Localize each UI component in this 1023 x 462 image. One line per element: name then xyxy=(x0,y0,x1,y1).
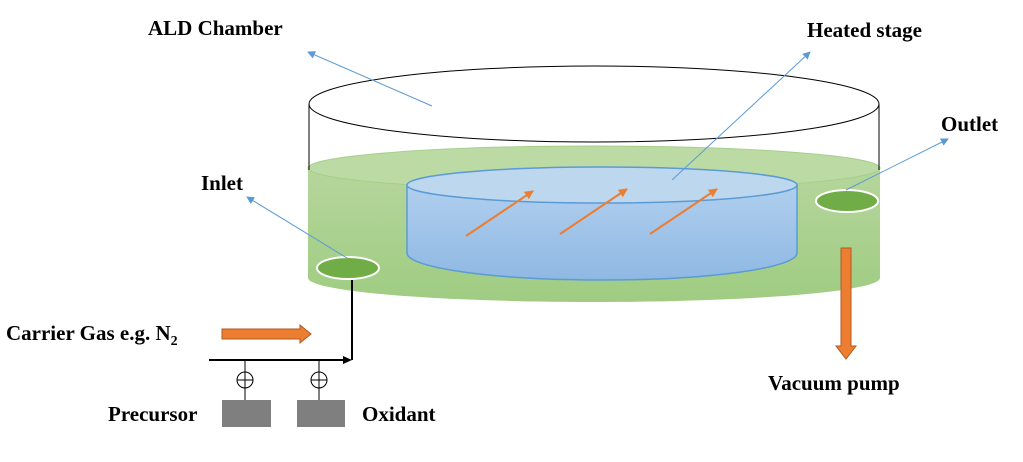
vacuum-arrow xyxy=(834,247,858,360)
heat-arrow-1 xyxy=(465,190,534,237)
precursor-valve-icon xyxy=(236,371,254,389)
gas-line xyxy=(209,280,353,361)
oxidant-valve-icon xyxy=(310,371,328,389)
carrier-gas-label: Carrier Gas e.g. N2 xyxy=(6,321,178,349)
heat-arrows xyxy=(465,188,718,237)
precursor-feed xyxy=(222,361,271,427)
inlet-label: Inlet xyxy=(201,171,243,195)
chamber-label: ALD Chamber xyxy=(148,16,283,40)
outlet-port xyxy=(815,189,879,213)
precursor-label: Precursor xyxy=(108,402,198,426)
outlet-pointer xyxy=(845,138,949,191)
carrier-gas-text: Carrier Gas e.g. N xyxy=(6,321,171,345)
heated-stage-label: Heated stage xyxy=(807,18,922,42)
heated-stage xyxy=(406,166,798,281)
oxidant-feed xyxy=(297,361,345,427)
gas-line-arrowhead xyxy=(343,356,352,364)
oxidant-label: Oxidant xyxy=(362,402,436,426)
chamber-outline xyxy=(308,65,880,170)
outlet-label: Outlet xyxy=(941,112,999,136)
vacuum-pump-label: Vacuum pump xyxy=(768,371,900,395)
pointer-lines xyxy=(246,51,949,259)
heated-stage-pointer xyxy=(671,51,811,181)
chamber-pointer xyxy=(307,51,433,107)
precursor-source xyxy=(222,400,271,427)
heat-arrow-2 xyxy=(559,188,628,235)
heat-arrow-3 xyxy=(649,188,718,235)
inlet-port xyxy=(316,256,380,280)
oxidant-source xyxy=(297,400,345,427)
inlet-pointer xyxy=(246,196,348,259)
carrier-gas-subscript: 2 xyxy=(170,334,178,349)
carrier-gas-arrow xyxy=(221,323,312,345)
